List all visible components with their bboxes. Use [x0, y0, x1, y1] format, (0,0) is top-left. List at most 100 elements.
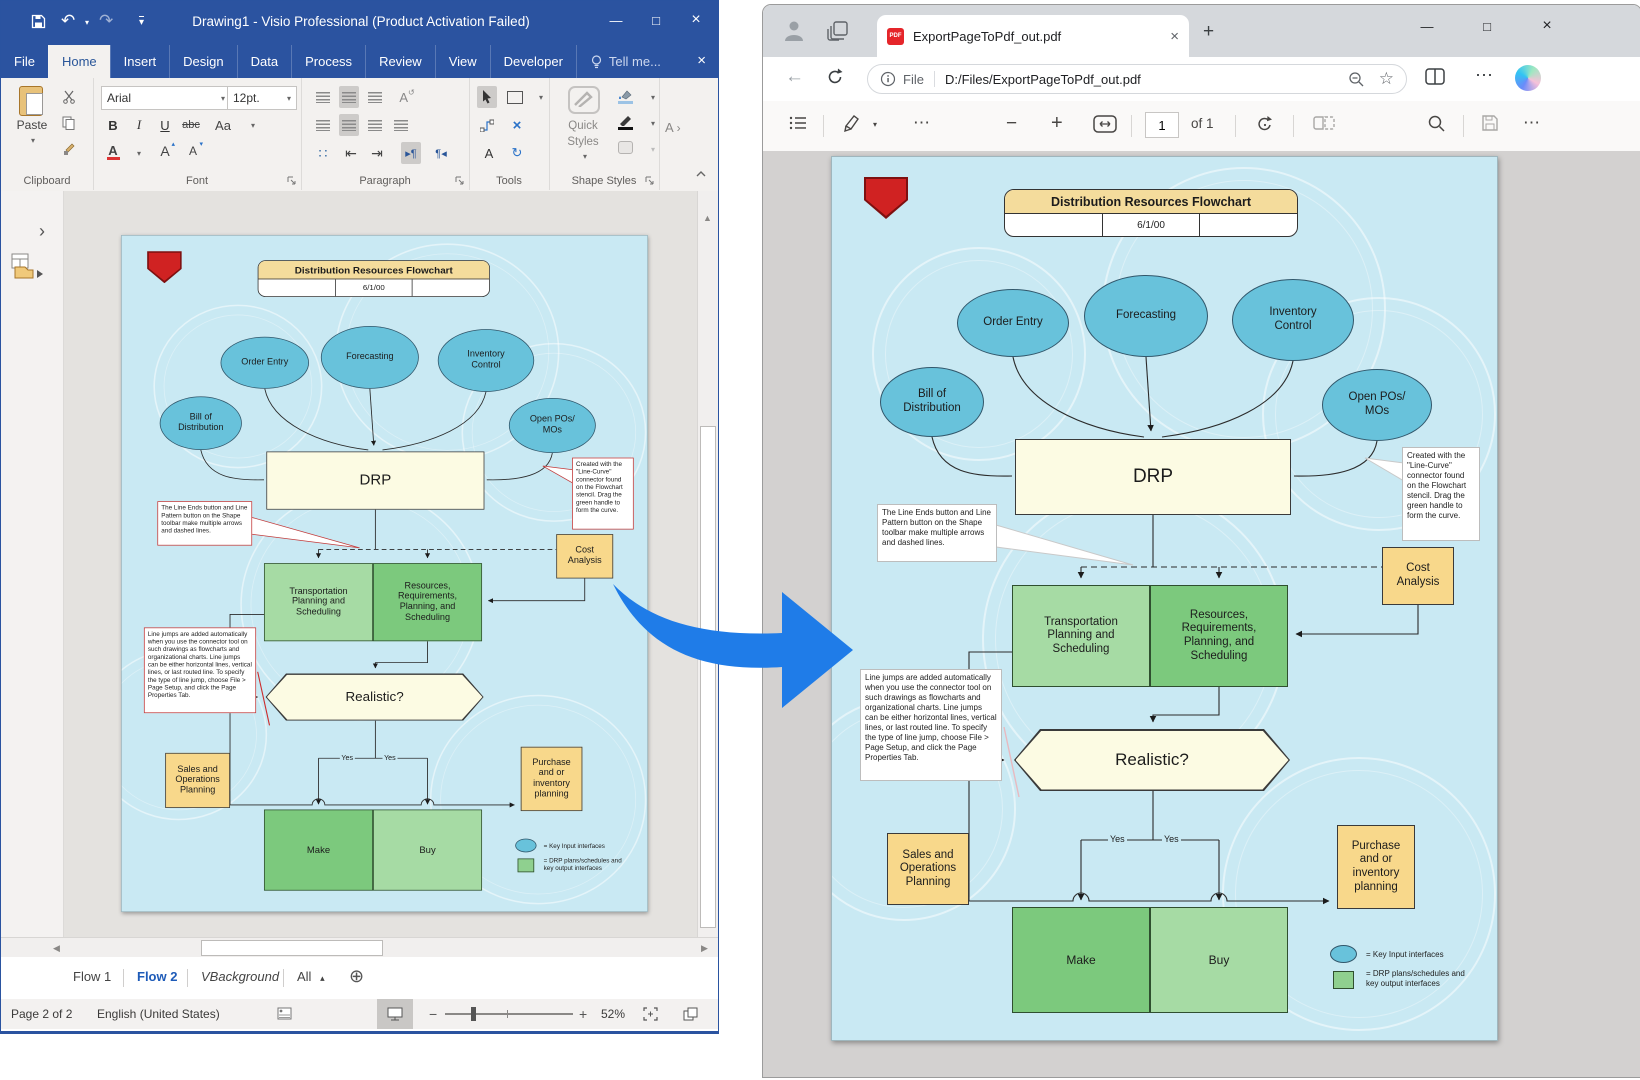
minimize-button[interactable]: — [596, 5, 636, 35]
zoom-out-page-icon[interactable] [1348, 71, 1365, 88]
font-color-button[interactable]: A [103, 140, 123, 164]
scroll-up-icon[interactable]: ▲ [703, 213, 712, 223]
connection-point-tool-button[interactable]: × [507, 114, 527, 136]
strikethrough-button[interactable]: abc [181, 114, 201, 136]
font-size-select[interactable]: 12pt. ▾ [227, 86, 297, 110]
page-tab-flow2[interactable]: Flow 2 [137, 969, 177, 984]
save-icon[interactable] [31, 14, 46, 29]
font-dialog-launcher[interactable] [287, 176, 297, 186]
rotate-tool-button[interactable]: ↻ [507, 142, 527, 164]
toolbar-more-icon[interactable]: ⋯ [913, 113, 930, 133]
tab-review[interactable]: Review [365, 45, 435, 78]
format-painter-button[interactable] [59, 138, 79, 160]
align-top-button[interactable] [313, 86, 333, 108]
justify-button[interactable] [391, 114, 411, 136]
underline-button[interactable]: U [155, 114, 175, 136]
address-bar[interactable]: File D:/Files/ExportPageToPdf_out.pdf ☆ [867, 64, 1407, 94]
rectangle-tool-caret-icon[interactable]: ▾ [531, 86, 551, 108]
shape-styles-dialog-launcher[interactable] [645, 176, 655, 186]
shape-fill-button[interactable] [615, 84, 635, 108]
customize-qat-icon[interactable]: ▾ [139, 16, 144, 28]
zoom-slider-track[interactable] [445, 1013, 573, 1015]
switch-windows-button[interactable] [683, 1007, 698, 1021]
back-button[interactable]: ← [785, 66, 804, 88]
collapse-ribbon-button[interactable] [695, 170, 707, 178]
undo-icon[interactable]: ↶ [61, 12, 75, 29]
maximize-button[interactable]: □ [636, 5, 676, 35]
align-middle-button[interactable] [339, 86, 359, 108]
tab-design[interactable]: Design [169, 45, 236, 78]
page-tab-vbackground[interactable]: VBackground [201, 969, 279, 984]
grow-font-button[interactable]: A ▴ [155, 140, 175, 162]
rotate-page-icon[interactable] [1255, 114, 1275, 134]
pointer-tool-button[interactable] [477, 86, 497, 108]
copilot-icon[interactable] [1515, 65, 1541, 91]
change-case-caret-icon[interactable]: ▾ [243, 114, 263, 136]
page-tab-flow1[interactable]: Flow 1 [73, 969, 111, 984]
page-view-icon[interactable] [1313, 114, 1335, 132]
horizontal-scroll-thumb[interactable] [201, 940, 383, 956]
split-screen-icon[interactable] [1425, 68, 1445, 86]
shape-effects-button[interactable] [615, 136, 635, 158]
settings-more-icon[interactable]: ⋯ [1475, 65, 1493, 86]
tab-home[interactable]: Home [48, 45, 110, 78]
align-left-button[interactable] [313, 114, 333, 136]
shape-fill-caret-icon[interactable]: ▾ [643, 86, 663, 108]
font-color-caret-icon[interactable]: ▾ [129, 142, 149, 164]
edge-minimize-button[interactable]: — [1407, 11, 1447, 41]
redo-icon[interactable]: ↷ [99, 12, 113, 29]
connector-tool-button[interactable] [477, 114, 497, 136]
tab-groups-icon[interactable] [827, 20, 849, 42]
paste-button[interactable]: Paste ▾ [9, 84, 55, 164]
draw-pen-icon[interactable] [841, 114, 860, 134]
bullets-button[interactable]: ∷ [313, 142, 333, 164]
edge-maximize-button[interactable]: □ [1467, 11, 1507, 41]
shape-line-caret-icon[interactable]: ▾ [643, 112, 663, 134]
add-page-button[interactable]: ⊕ [349, 966, 364, 987]
copy-button[interactable] [59, 112, 79, 134]
edge-close-button[interactable]: × [1527, 11, 1567, 41]
status-language[interactable]: English (United States) [97, 1007, 220, 1021]
zoom-in-button[interactable]: + [579, 1006, 587, 1022]
expand-shapes-chevron-icon[interactable]: › [39, 221, 45, 242]
pdf-content-area[interactable]: Distribution Resources Flowchart 6/1/00 … [763, 151, 1640, 1077]
tab-process[interactable]: Process [291, 45, 365, 78]
page-tab-all[interactable]: All ▴ [297, 969, 325, 984]
fit-width-icon[interactable] [1093, 114, 1117, 134]
tab-file[interactable]: File [1, 45, 48, 78]
horizontal-scrollbar[interactable]: ◀ ▶ [1, 937, 718, 958]
text-direction-ltr-button[interactable]: ▸¶ [401, 142, 421, 164]
scroll-right-icon[interactable]: ▶ [701, 943, 708, 954]
pdf-zoom-out-icon[interactable]: − [1006, 113, 1017, 135]
text-tool-button[interactable]: A [479, 142, 499, 164]
tab-developer[interactable]: Developer [490, 45, 576, 78]
tab-insert[interactable]: Insert [110, 45, 170, 78]
macro-record-icon[interactable] [277, 1007, 292, 1020]
increase-indent-button[interactable]: ⇥ [367, 142, 387, 164]
shrink-font-button[interactable]: A ▾ [183, 140, 203, 162]
search-pdf-icon[interactable] [1427, 114, 1446, 133]
align-right-button[interactable] [365, 114, 385, 136]
italic-button[interactable]: I [129, 114, 149, 136]
tab-view[interactable]: View [435, 45, 490, 78]
browser-tab[interactable]: PDF ExportPageToPdf_out.pdf × [877, 15, 1189, 57]
stencil-icon[interactable] [11, 253, 45, 281]
quick-styles-button[interactable]: Quick Styles ▾ [557, 84, 609, 166]
fit-page-button[interactable] [643, 1007, 658, 1021]
visio-drawing-page[interactable]: Distribution Resources Flowchart 6/1/00 … [121, 235, 648, 912]
save-pdf-icon[interactable] [1481, 114, 1499, 132]
presentation-mode-button[interactable] [377, 999, 413, 1029]
rectangle-tool-button[interactable] [505, 86, 525, 108]
bold-button[interactable]: B [103, 114, 123, 136]
new-tab-button[interactable]: + [1203, 21, 1214, 43]
shape-effects-caret-icon[interactable]: ▾ [643, 138, 663, 160]
pdf-more-icon[interactable]: ⋯ [1523, 113, 1540, 133]
profile-avatar[interactable] [781, 17, 807, 43]
align-bottom-button[interactable] [365, 86, 385, 108]
font-name-select[interactable]: Arial ▾ [101, 86, 231, 110]
undo-caret-icon[interactable]: ▾ [85, 19, 89, 27]
info-icon[interactable] [880, 71, 896, 87]
tab-close-icon[interactable]: × [1170, 28, 1179, 45]
zoom-out-button[interactable]: − [429, 1006, 437, 1022]
text-rotate-button[interactable]: A ↺ [397, 86, 417, 108]
